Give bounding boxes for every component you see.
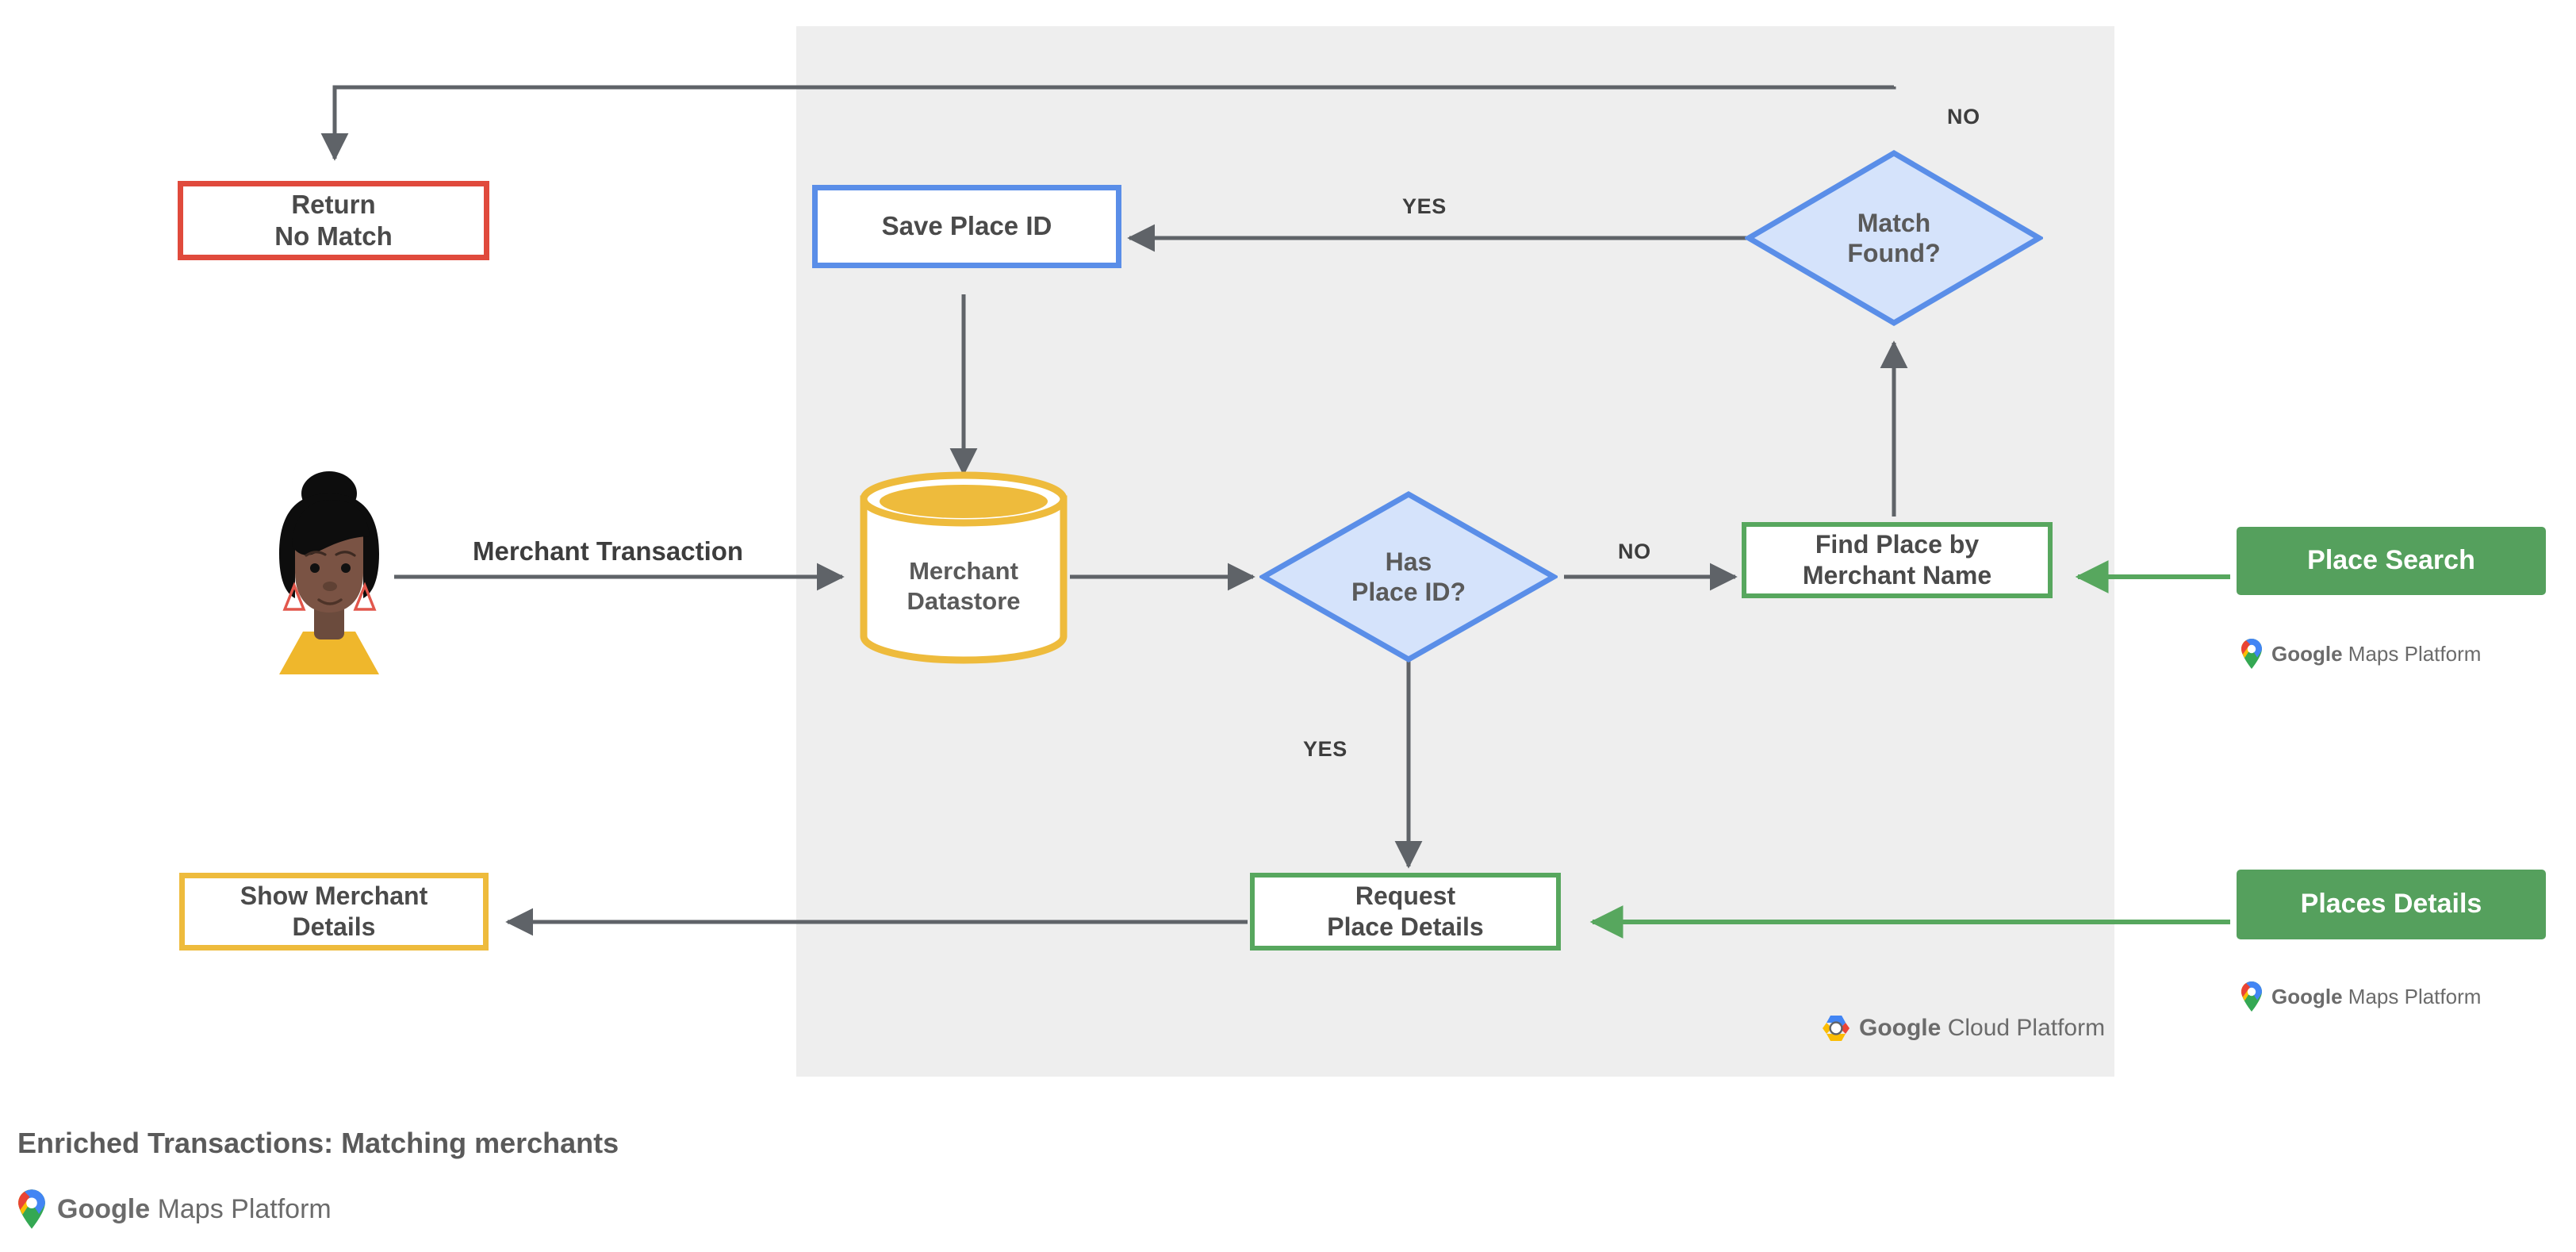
maps-platform-logo-text: Google Maps Platform — [2271, 641, 2482, 666]
node-place-search[interactable]: Place Search — [2237, 527, 2546, 595]
google-maps-pin-icon — [2241, 639, 2262, 669]
edge-label-match-found-no: NO — [1947, 105, 1980, 129]
page-title: Enriched Transactions: Matching merchant… — [17, 1127, 619, 1159]
google-maps-pin-icon — [18, 1189, 45, 1229]
footer-maps-platform-logo-text: Google Maps Platform — [57, 1193, 332, 1224]
node-has-place-id-label: Has Place ID? — [1351, 547, 1466, 606]
edge-label-has-place-id-no: NO — [1618, 540, 1651, 563]
node-show-merchant-details[interactable]: Show Merchant Details — [179, 873, 489, 951]
node-places-details[interactable]: Places Details — [2237, 870, 2546, 939]
maps-platform-lockup-places-details: Google Maps Platform — [2240, 981, 2481, 1012]
edge-label-match-found-yes: YES — [1402, 194, 1447, 218]
node-save-place-id[interactable]: Save Place ID — [812, 185, 1121, 268]
node-find-place-by-merchant-name[interactable]: Find Place by Merchant Name — [1742, 522, 2053, 598]
node-merchant-datastore-label: Merchant Datastore — [907, 557, 1021, 615]
footer-maps-platform-lockup: Google Maps Platform — [16, 1189, 332, 1230]
cylinder-shape — [860, 471, 1068, 664]
diamond-shape — [1259, 490, 1558, 663]
node-merchant-datastore[interactable]: Merchant Datastore — [857, 470, 1071, 665]
edge-label-has-place-id-yes: YES — [1303, 737, 1347, 761]
merchant-customer-avatar — [262, 460, 397, 674]
cloud-platform-lockup: Google Cloud Platform — [1821, 1014, 2105, 1043]
diamond-shape — [1745, 149, 2043, 327]
node-has-place-id-decision[interactable]: Has Place ID? — [1259, 490, 1558, 663]
node-match-found-label: Match Found? — [1847, 208, 1941, 267]
google-cloud-hexagon-icon — [1823, 1016, 1850, 1041]
node-request-place-details[interactable]: Request Place Details — [1250, 873, 1561, 951]
cloud-platform-logo-text: Google Cloud Platform — [1859, 1015, 2106, 1041]
maps-platform-logo-text: Google Maps Platform — [2271, 984, 2482, 1008]
edge-label-merchant-transaction: Merchant Transaction — [473, 536, 744, 566]
maps-platform-lockup-place-search: Google Maps Platform — [2240, 638, 2481, 670]
node-match-found-decision[interactable]: Match Found? — [1745, 149, 2043, 327]
avatar-illustration — [279, 471, 379, 674]
google-maps-pin-icon — [2241, 981, 2262, 1012]
node-return-no-match[interactable]: Return No Match — [178, 181, 489, 260]
